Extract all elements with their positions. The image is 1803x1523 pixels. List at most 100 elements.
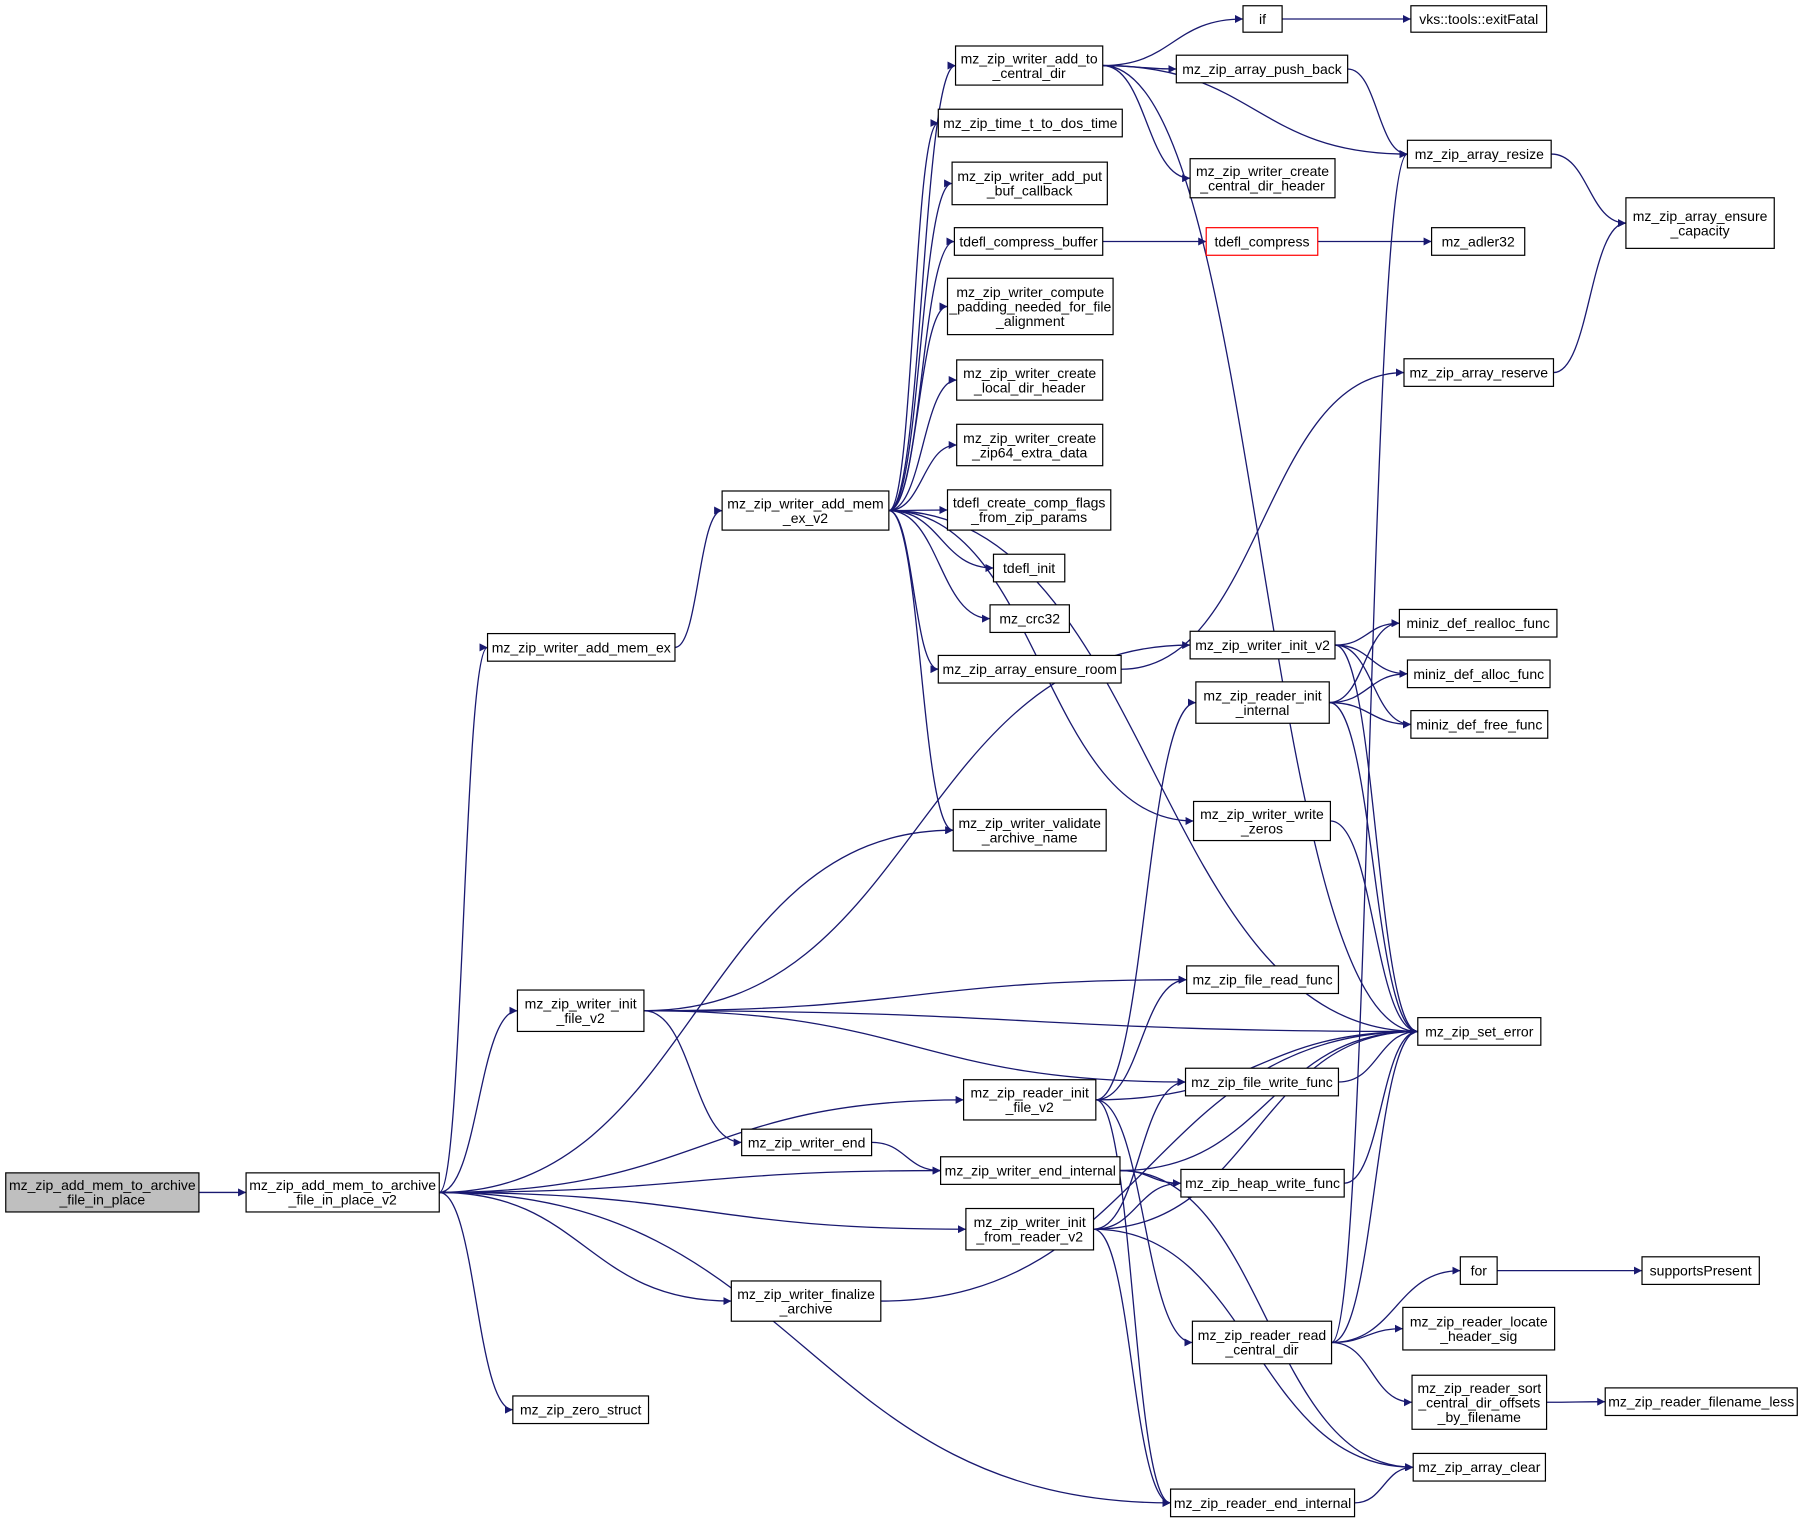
node-v2[interactable]: mz_zip_add_mem_to_archive_file_in_place_…: [245, 1172, 440, 1213]
node-box: [1191, 1320, 1333, 1365]
node-ensure-room[interactable]: mz_zip_array_ensure_room: [937, 654, 1122, 684]
node-add-put-buf-callback[interactable]: mz_zip_writer_add_put_buf_callback: [951, 161, 1108, 206]
edge-add-to-central-dir-to-if: [1102, 14, 1244, 67]
node-box: [1412, 1452, 1547, 1482]
node-file-read-func[interactable]: mz_zip_file_read_func: [1186, 965, 1340, 995]
node-mz-crc32[interactable]: mz_crc32: [989, 604, 1070, 634]
edge-heap-write-func-to-set-error: [1344, 1027, 1418, 1184]
edge-reader-init-internal-to-realloc-func: [1329, 619, 1400, 704]
node-box: [1459, 1256, 1498, 1286]
node-label: mz_zip_file_write_func: [1191, 1074, 1333, 1090]
edge-writer-init-file-v2-to-writer-end: [643, 1010, 742, 1147]
node-zero-struct[interactable]: mz_zip_zero_struct: [512, 1395, 650, 1425]
node-label: mz_zip_array_ensure_room: [943, 661, 1117, 677]
node-create-local-dir-header[interactable]: mz_zip_writer_create_local_dir_header: [956, 359, 1104, 401]
edge-writer-end-to-writer-end-internal: [871, 1141, 941, 1175]
node-supportsPresent[interactable]: supportsPresent: [1641, 1256, 1760, 1286]
edge-v2-to-init-from-reader: [439, 1191, 966, 1234]
node-file-write-func[interactable]: mz_zip_file_write_func: [1184, 1067, 1340, 1097]
node-label: mz_adler32: [1442, 233, 1515, 249]
node-read-central-dir[interactable]: mz_zip_reader_read_central_dir: [1191, 1320, 1333, 1365]
node-box: [1184, 1067, 1340, 1097]
node-writer-end[interactable]: mz_zip_writer_end: [741, 1128, 873, 1157]
node-label: mz_zip_array_resize: [1415, 146, 1544, 162]
node-writer-init-v2[interactable]: mz_zip_writer_init_v2: [1189, 630, 1336, 660]
edge-add-mem-ex-v2-to-add-put-buf-callback: [888, 179, 953, 512]
edge-add-mem-ex-v2-to-set-error: [888, 509, 1418, 1036]
node-label: _from_reader_v2: [975, 1228, 1083, 1244]
node-box: [937, 108, 1123, 138]
node-box: [1169, 1488, 1356, 1518]
node-tdefl-compress-buffer[interactable]: tdefl_compress_buffer: [953, 227, 1104, 256]
node-label: mz_zip_array_reserve: [1409, 365, 1548, 381]
node-label: mz_zip_reader_locate: [1410, 1313, 1548, 1329]
edge-writer-end-internal-to-set-error: [1119, 1027, 1418, 1172]
edge-ensure-room-to-array-reserve: [1121, 368, 1404, 670]
node-label: _buf_callback: [986, 183, 1074, 199]
node-finalize-archive[interactable]: mz_zip_writer_finalize_archive: [730, 1280, 882, 1322]
edge-add-mem-ex-v2-to-tdefl-compress-buffer: [888, 237, 955, 512]
node-reader-init-internal[interactable]: mz_zip_reader_init_internal: [1195, 681, 1330, 724]
node-filename-less[interactable]: mz_zip_reader_filename_less: [1604, 1387, 1798, 1417]
node-label: _central_dir_offsets: [1417, 1394, 1540, 1410]
node-validate-archive-name[interactable]: mz_zip_writer_validate_archive_name: [952, 808, 1107, 852]
node-add-to-central-dir[interactable]: mz_zip_writer_add_to_central_dir: [954, 45, 1104, 86]
node-ensure-capacity[interactable]: mz_zip_array_ensure_capacity: [1625, 197, 1775, 249]
edge-v2-to-reader-init-file-v2: [439, 1095, 964, 1194]
node-root[interactable]: mz_zip_add_mem_to_archive_file_in_place: [5, 1172, 200, 1213]
edge-init-from-reader-to-file-write-func: [1093, 1078, 1186, 1230]
edge-reader-init-internal-to-set-error: [1329, 701, 1418, 1036]
node-array-reserve[interactable]: mz_zip_array_reserve: [1403, 358, 1555, 387]
node-for[interactable]: for: [1459, 1256, 1498, 1286]
node-realloc-func[interactable]: miniz_def_realloc_func: [1398, 608, 1558, 638]
node-box: [1403, 358, 1555, 387]
node-label: _central_dir_header: [1199, 177, 1325, 193]
node-if[interactable]: if: [1242, 5, 1283, 33]
node-sort-offsets[interactable]: mz_zip_reader_sort_central_dir_offsets_b…: [1411, 1374, 1548, 1430]
node-label: mz_zip_writer_validate: [959, 815, 1102, 831]
node-label: _alignment: [995, 313, 1065, 329]
node-write-zeros[interactable]: mz_zip_writer_write_zeros: [1192, 800, 1332, 842]
node-locate-header-sig[interactable]: mz_zip_reader_locate_header_sig: [1402, 1306, 1556, 1351]
node-tdefl-compress[interactable]: tdefl_compress: [1205, 227, 1319, 256]
node-label: mz_zip_writer_create: [963, 365, 1096, 381]
edge-writer-end-internal-to-heap-write-func: [1119, 1169, 1181, 1188]
node-writer-end-internal[interactable]: mz_zip_writer_end_internal: [939, 1156, 1121, 1185]
node-tdefl-create-comp-flags[interactable]: tdefl_create_comp_flags_from_zip_params: [946, 489, 1112, 531]
node-array-clear[interactable]: mz_zip_array_clear: [1412, 1452, 1547, 1482]
node-reader-end-internal[interactable]: mz_zip_reader_end_internal: [1169, 1488, 1356, 1518]
edge-v2-to-writer-end-internal: [439, 1166, 941, 1194]
node-time-t-to-dos-time[interactable]: mz_zip_time_t_to_dos_time: [937, 108, 1123, 138]
node-label: mz_zip_writer_add_to: [961, 50, 1098, 66]
node-init-from-reader[interactable]: mz_zip_writer_init_from_reader_v2: [965, 1207, 1095, 1251]
node-heap-write-func[interactable]: mz_zip_heap_write_func: [1180, 1168, 1345, 1198]
node-add-mem-ex[interactable]: mz_zip_writer_add_mem_ex: [486, 632, 676, 662]
node-box: [741, 1128, 873, 1157]
node-tdefl-init[interactable]: tdefl_init: [992, 553, 1066, 583]
node-set-error[interactable]: mz_zip_set_error: [1417, 1017, 1542, 1046]
node-free-func[interactable]: miniz_def_free_func: [1410, 710, 1549, 739]
node-reader-init-file-v2[interactable]: mz_zip_reader_init_file_v2: [962, 1079, 1097, 1121]
node-box: [245, 1172, 440, 1213]
node-box: [1402, 1306, 1556, 1351]
node-box: [951, 161, 1108, 206]
node-writer-init-file-v2[interactable]: mz_zip_writer_init_file_v2: [516, 989, 645, 1033]
edge-read-central-dir-to-set-error: [1331, 1027, 1418, 1344]
node-array-resize[interactable]: mz_zip_array_resize: [1406, 139, 1552, 169]
node-create-zip64-extra[interactable]: mz_zip_writer_create_zip64_extra_data: [956, 423, 1104, 467]
node-label: mz_zip_writer_finalize: [737, 1286, 875, 1302]
node-exitFatal[interactable]: vks::tools::exitFatal: [1410, 5, 1548, 33]
node-box: [1398, 608, 1558, 638]
node-alloc-func[interactable]: miniz_def_alloc_func: [1406, 659, 1551, 689]
edge-writer-init-v2-to-alloc-func: [1334, 644, 1408, 678]
node-label: mz_zip_reader_end_internal: [1174, 1495, 1351, 1511]
edge-v2-to-reader-end-internal: [439, 1191, 1171, 1507]
node-label: mz_zip_reader_read: [1198, 1327, 1326, 1343]
node-compute-padding[interactable]: mz_zip_writer_compute_padding_needed_for…: [946, 277, 1114, 336]
node-push-back[interactable]: mz_zip_array_push_back: [1175, 54, 1349, 84]
node-add-mem-ex-v2[interactable]: mz_zip_writer_add_mem_ex_v2: [721, 490, 890, 531]
node-label: _internal: [1235, 702, 1290, 718]
node-box: [1406, 139, 1552, 169]
node-create-central-dir-header[interactable]: mz_zip_writer_create_central_dir_header: [1189, 158, 1336, 199]
node-mz-adler32[interactable]: mz_adler32: [1430, 227, 1526, 256]
